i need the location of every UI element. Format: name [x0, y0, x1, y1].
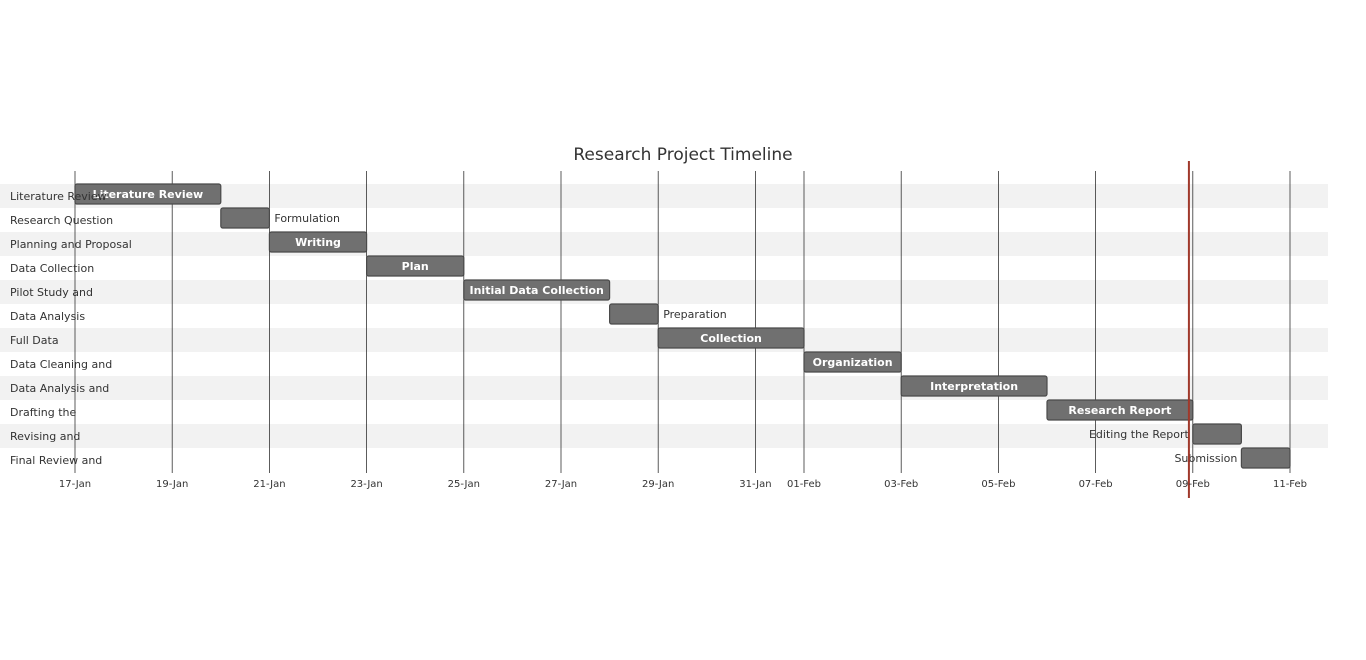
row-label: Full Data — [10, 334, 59, 347]
task-bar — [803, 351, 902, 373]
row-label: Final Review and — [10, 454, 102, 467]
row-label: Pilot Study and — [10, 286, 93, 299]
x-tick-label: 19-Jan — [156, 479, 188, 490]
x-tick-label: 09-Feb — [1176, 479, 1210, 490]
row-label: Data Collection — [10, 262, 94, 275]
row-label: Research Question — [10, 214, 113, 227]
row-label: Data Cleaning and — [10, 358, 112, 371]
x-tick-label: 11-Feb — [1273, 479, 1307, 490]
x-tick-label: 03-Feb — [884, 479, 918, 490]
bar-label: Initial Data Collection — [470, 284, 604, 297]
task-bar — [366, 255, 465, 277]
bar-label: Submission — [1174, 452, 1237, 465]
bar-label: Interpretation — [930, 380, 1018, 393]
x-tick-label: 29-Jan — [642, 479, 674, 490]
x-tick-label: 05-Feb — [981, 479, 1015, 490]
row-label: Literature Review — [10, 190, 107, 203]
x-tick-label: 21-Jan — [253, 479, 285, 490]
x-axis-ticks: 17-Jan 19-Jan 21-Jan 23-Jan 25-Jan 27-Jan 29-J… — [59, 479, 1307, 490]
task-bar — [463, 279, 611, 301]
row-band — [0, 424, 1328, 448]
task-bar — [900, 375, 1048, 397]
task-bar — [220, 207, 271, 229]
bar-label: Organization — [813, 356, 893, 369]
row-label: Drafting the — [10, 406, 77, 419]
task-bar — [1192, 423, 1243, 445]
x-tick-label: 01-Feb — [787, 479, 821, 490]
bar-label: Preparation — [663, 308, 727, 321]
row-label: Data Analysis and — [10, 382, 109, 395]
row-band — [0, 376, 1328, 400]
bar-label: Plan — [402, 260, 429, 273]
x-tick-label: 25-Jan — [448, 479, 480, 490]
x-tick-label: 23-Jan — [350, 479, 382, 490]
row-band — [0, 232, 1328, 256]
bar-label: Literature Review — [93, 188, 204, 201]
bar-label: Editing the Report — [1089, 428, 1190, 441]
task-bar — [268, 231, 368, 253]
bar-label: Collection — [700, 332, 762, 345]
bar-label: Writing — [295, 236, 341, 249]
task-bar — [608, 303, 659, 325]
row-label: Planning and Proposal — [10, 238, 132, 251]
task-bar — [1046, 399, 1194, 421]
x-tick-label: 17-Jan — [59, 479, 91, 490]
task-bars: Literature ReviewFormulationWritingPlanI… — [74, 183, 1291, 469]
row-band — [0, 280, 1328, 304]
x-tick-label: 07-Feb — [1079, 479, 1113, 490]
task-bar — [74, 183, 222, 205]
task-bar — [657, 327, 805, 349]
row-label: Data Analysis — [10, 310, 85, 323]
bar-label: Formulation — [274, 212, 340, 225]
bar-label: Research Report — [1068, 404, 1171, 417]
chart-title: Research Project Timeline — [573, 145, 792, 165]
row-label: Revising and — [10, 430, 80, 443]
x-tick-label: 27-Jan — [545, 479, 577, 490]
x-tick-label: 31-Jan — [739, 479, 771, 490]
task-bar — [1240, 447, 1291, 469]
